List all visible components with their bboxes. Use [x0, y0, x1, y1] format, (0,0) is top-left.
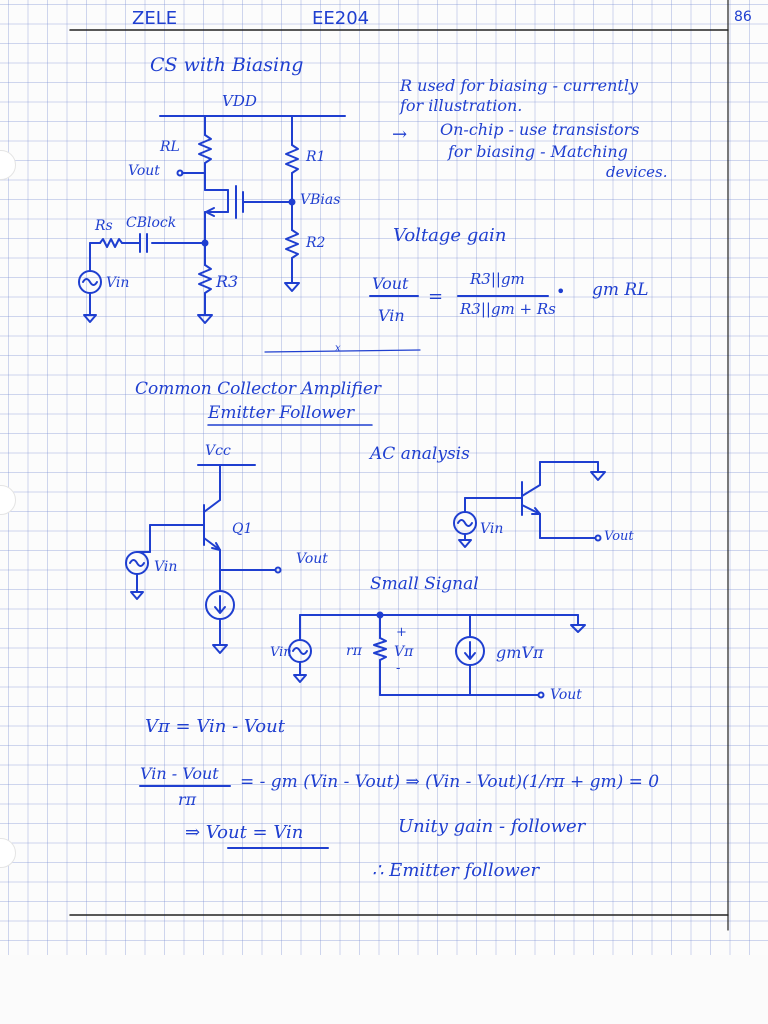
label-gm-vpi: gmVπ: [496, 643, 544, 662]
equation-rhs: = - gm (Vin - Vout) ⇒ (Vin - Vout)(1/rπ …: [240, 772, 660, 792]
gain-lhs-numerator: Vout: [372, 274, 409, 293]
note-line-3: On-chip - use transistors: [440, 120, 640, 139]
label-minus: -: [396, 661, 401, 676]
voltage-gain-title: Voltage gain: [393, 225, 507, 246]
label-q1: Q1: [232, 521, 253, 537]
label-vdd: VDD: [222, 92, 257, 110]
label-vin-ac: Vin: [480, 521, 504, 537]
label-plus: +: [396, 625, 407, 640]
note-arrow: →: [392, 124, 408, 145]
unity-gain-note: Unity gain - follower: [398, 816, 586, 837]
cs-amplifier-circuit: [78, 115, 346, 324]
label-r3: R3: [216, 272, 239, 291]
note-line-4: for biasing - Matching: [448, 142, 628, 161]
section-subtitle-ef: Emitter Follower: [208, 403, 355, 423]
label-vbias: VBias: [300, 192, 341, 208]
label-vpi: Vπ: [394, 644, 414, 660]
small-signal-circuit: [288, 611, 586, 699]
note-line-1: R used for biasing - currently: [400, 76, 639, 95]
note-line-2: for illustration.: [400, 96, 523, 115]
page-number: 86: [734, 9, 752, 25]
header-left-label: ZELE: [132, 8, 178, 29]
note-line-5: devices.: [606, 163, 668, 181]
label-vout-cs: Vout: [128, 163, 160, 179]
gain-rhs-denominator: R3||gm + Rs: [460, 300, 556, 318]
emitter-follower-conclusion: ∴ Emitter follower: [372, 860, 540, 881]
label-rpi: rπ: [346, 643, 362, 659]
equation-denominator: rπ: [178, 790, 197, 809]
label-vout-ef: Vout: [296, 551, 328, 567]
ac-analysis-circuit: [453, 461, 606, 548]
section-title-cs: CS with Biasing: [150, 54, 304, 76]
label-vout-ac: Vout: [604, 529, 634, 544]
label-vout-ss: Vout: [550, 687, 582, 703]
gain-equals: =: [428, 286, 444, 307]
section-divider: [264, 349, 421, 353]
label-rs: Rs: [95, 218, 113, 234]
label-vin-ef: Vin: [154, 559, 178, 575]
label-vcc: Vcc: [205, 443, 231, 459]
label-cblock: CBlock: [126, 215, 177, 231]
label-r1: R1: [306, 149, 326, 165]
emitter-follower-circuit: [125, 464, 282, 654]
gain-multiply-dot: •: [556, 282, 566, 301]
label-vin-ss: Vin: [270, 645, 292, 660]
label-r2: R2: [306, 235, 326, 251]
gain-lhs-denominator: Vin: [378, 306, 405, 325]
gain-factor: gm RL: [592, 280, 649, 300]
divider-mark: x: [335, 343, 341, 354]
course-code: EE204: [312, 8, 370, 29]
gain-rhs-numerator: R3||gm: [470, 270, 525, 288]
label-rl: RL: [160, 139, 180, 155]
label-vin-cs: Vin: [106, 275, 130, 291]
equation-result: ⇒ Vout = Vin: [185, 822, 304, 843]
small-signal-title: Small Signal: [370, 574, 479, 594]
equation-numerator: Vin - Vout: [140, 764, 219, 783]
bottom-margin: [0, 955, 768, 1024]
ac-analysis-title: AC analysis: [370, 444, 470, 464]
section-title-cc: Common Collector Amplifier: [135, 379, 382, 399]
equation-vpi: Vπ = Vin - Vout: [145, 716, 285, 737]
